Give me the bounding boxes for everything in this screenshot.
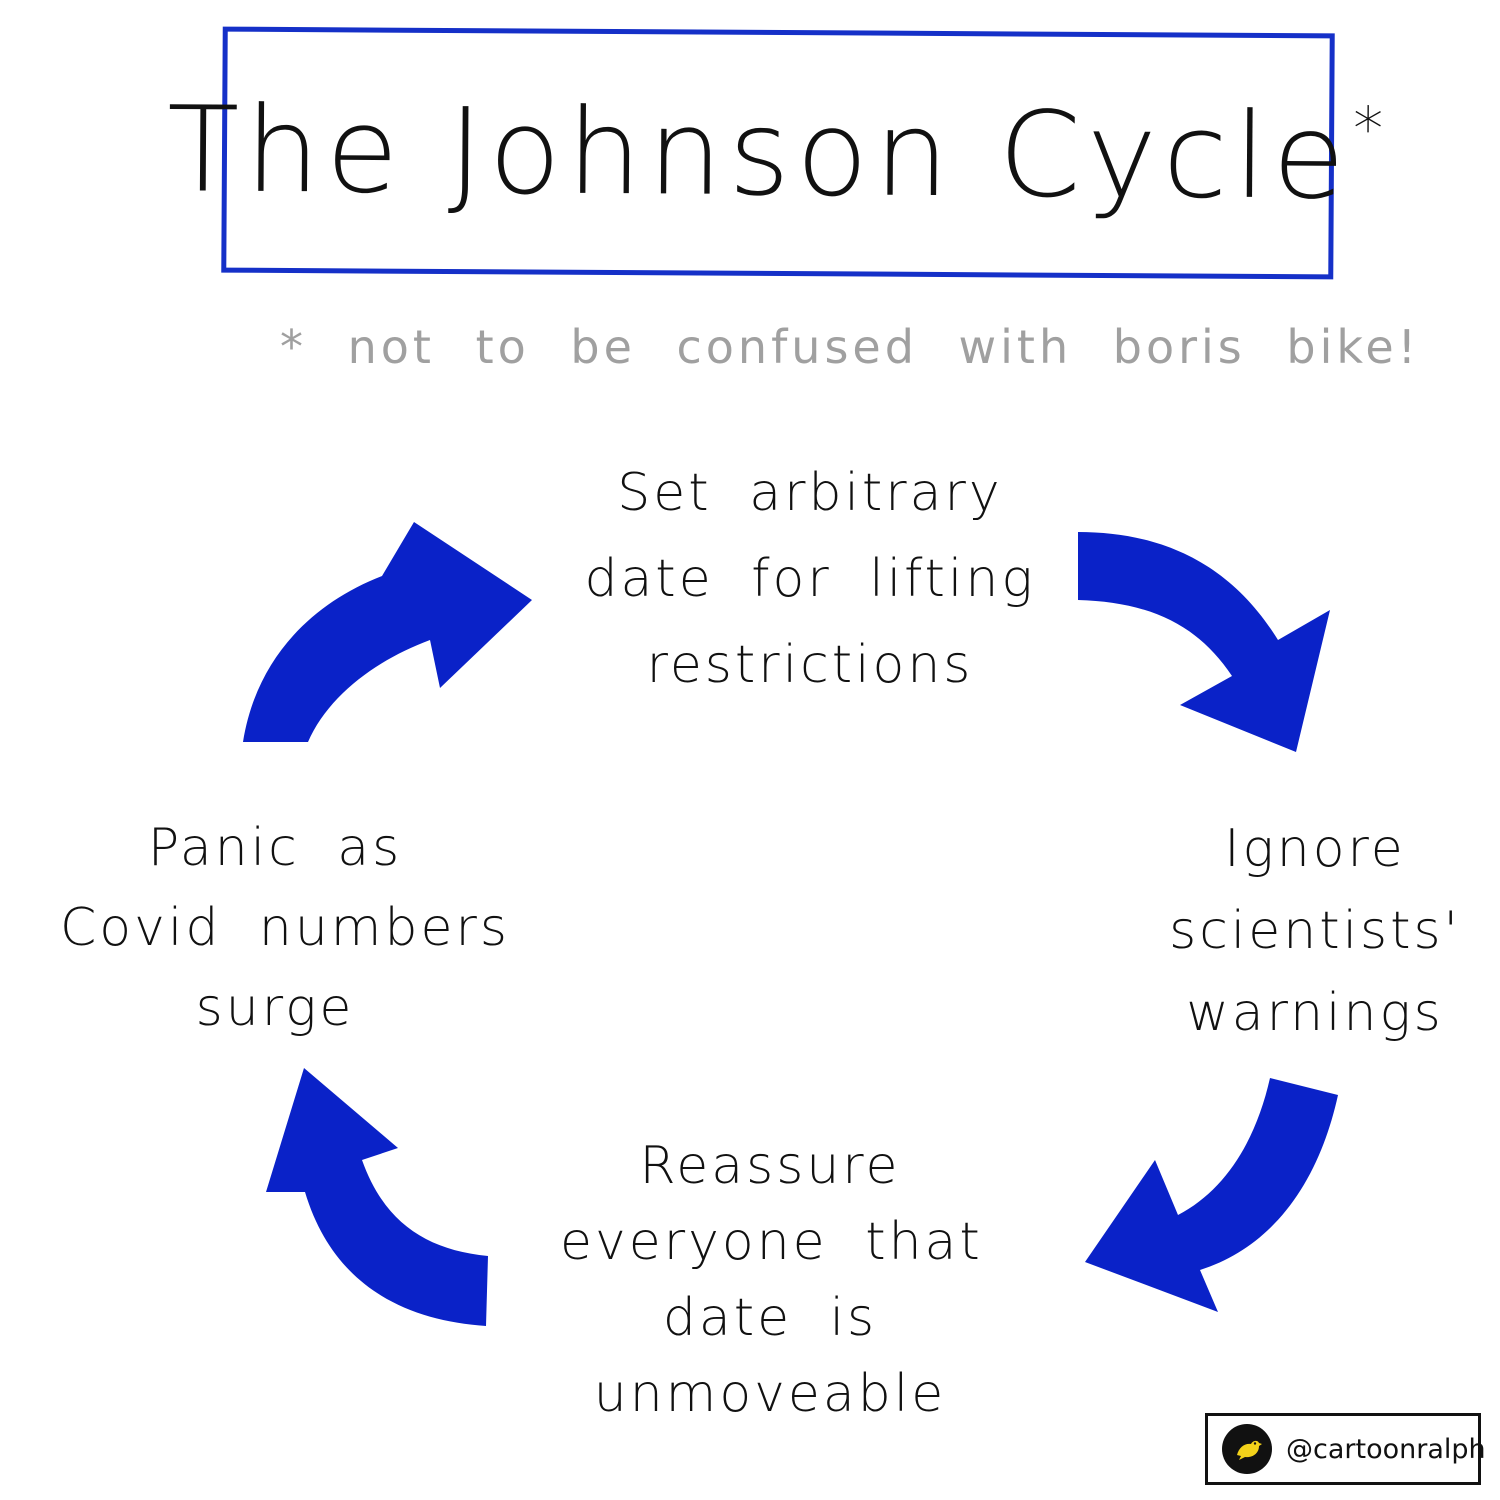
step-line: unmoveable: [593, 1364, 947, 1424]
step-line: warnings: [1186, 983, 1444, 1043]
step-line: scientists': [1169, 901, 1461, 961]
step-panic: Panic as Covid numbers surge: [60, 808, 510, 1048]
title-text: The Johnson Cycle: [166, 80, 1352, 226]
step-line: date for lifting: [584, 549, 1036, 609]
step-line: everyone that: [560, 1212, 983, 1272]
arrow-top-left: [243, 522, 532, 742]
step-reassure-everyone: Reassure everyone that date is unmoveabl…: [560, 1128, 980, 1432]
yellow-bird-icon: [1222, 1424, 1272, 1474]
step-set-arbitrary-date: Set arbitrary date for lifting restricti…: [540, 450, 1080, 708]
credit-badge: @cartoonralph: [1205, 1413, 1486, 1485]
step-line: Reassure: [639, 1136, 901, 1196]
subtitle-footnote: * not to be confused with boris bike!: [280, 320, 1421, 374]
title-frame: The Johnson Cycle*: [167, 26, 1389, 280]
arrow-bottom-left: [266, 1068, 488, 1326]
step-line: Covid numbers: [60, 898, 510, 958]
step-ignore-scientists: Ignore scientists' warnings: [1150, 808, 1480, 1054]
arrow-bottom-right: [1085, 1078, 1338, 1312]
title-asterisk: *: [1352, 94, 1390, 165]
step-line: Panic as: [147, 818, 403, 878]
credit-handle: @cartoonralph: [1286, 1433, 1486, 1465]
step-line: restrictions: [646, 635, 974, 695]
step-line: Set arbitrary: [617, 463, 1003, 523]
step-line: surge: [195, 978, 355, 1038]
arrow-top-right: [1078, 532, 1330, 752]
title: The Johnson Cycle*: [167, 80, 1390, 225]
step-line: date is: [662, 1288, 878, 1348]
step-line: Ignore: [1224, 819, 1406, 879]
